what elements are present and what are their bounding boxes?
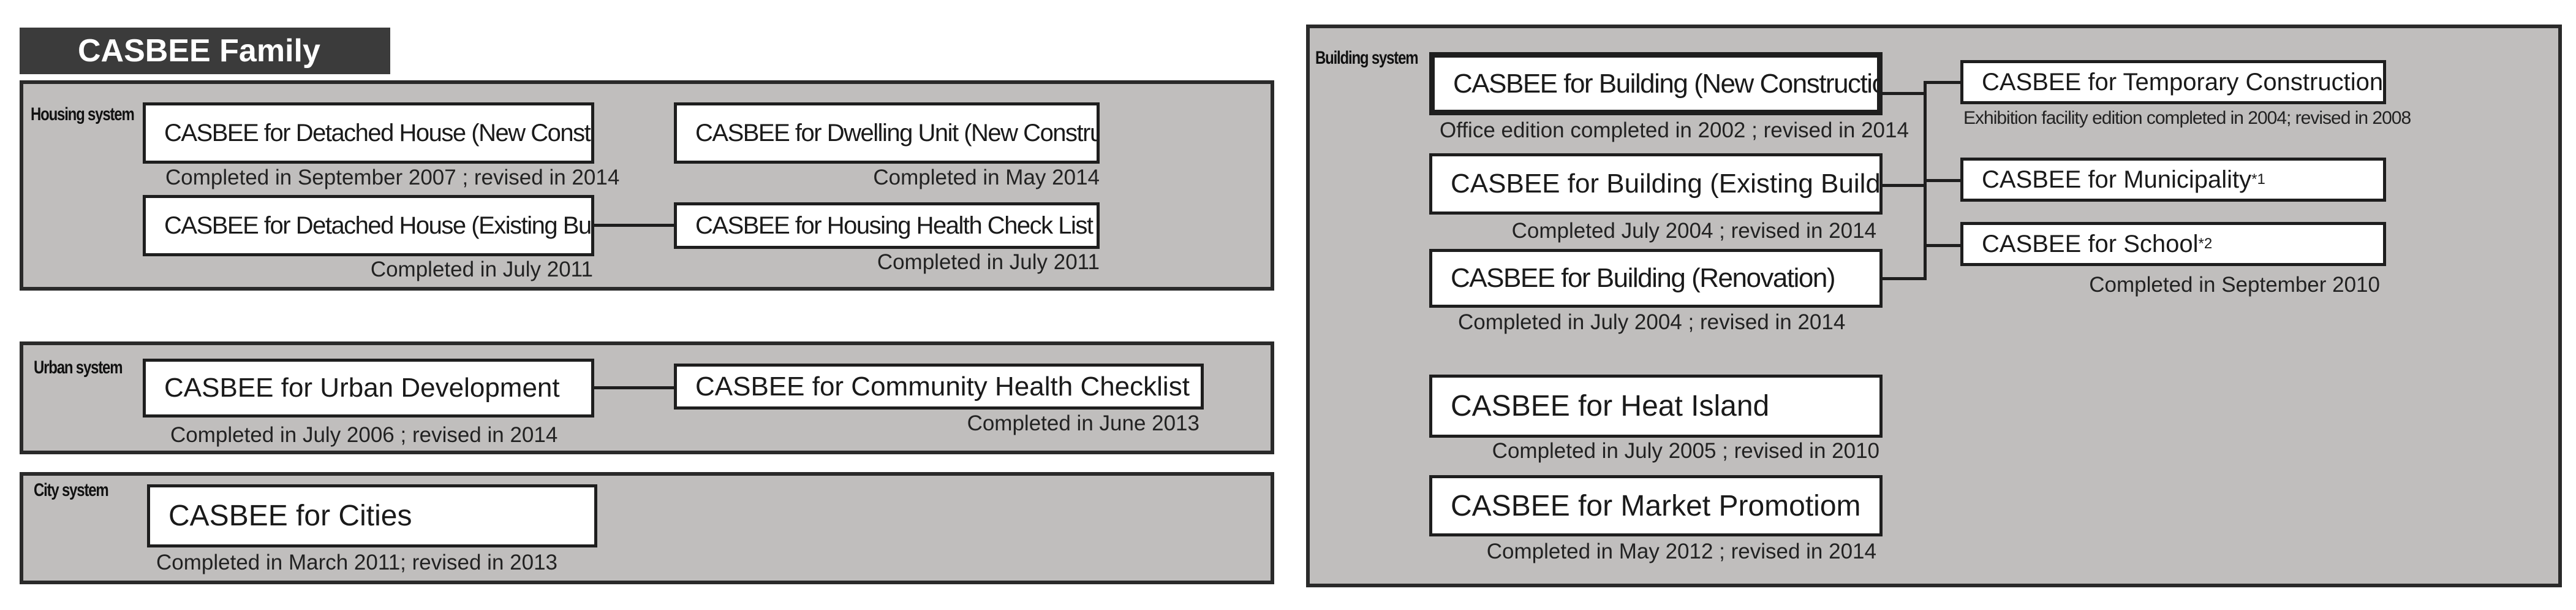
housing-health-check-box: CASBEE for Housing Health Check List: [674, 202, 1100, 249]
building-existing-note: Completed July 2004 ; revised in 2014: [1511, 219, 1876, 243]
cities-box: CASBEE for Cities: [147, 484, 597, 547]
temporary-connector: [1924, 81, 1960, 84]
building-renovation-note: Completed in July 2004 ; revised in 2014: [1458, 310, 1846, 334]
renovation-connector: [1883, 277, 1927, 280]
school-footnote-mark: *2: [2198, 235, 2213, 252]
municipality-footnote-mark: *1: [2251, 171, 2265, 188]
school-label: CASBEE for School: [1982, 230, 2199, 257]
housing-connector: [594, 224, 674, 227]
building-existing-box: CASBEE for Building (Existing Building): [1429, 153, 1883, 215]
urban-development-box: CASBEE for Urban Development: [143, 359, 594, 417]
urban-development-note: Completed in July 2006 ; revised in 2014: [170, 423, 558, 447]
temporary-riser: [1924, 81, 1927, 95]
detached-house-existing-note: Completed in July 2011: [370, 257, 593, 281]
temporary-construction-note: Exhibition facility edition completed in…: [1963, 108, 2411, 128]
building-trunk-line: [1924, 92, 1927, 280]
building-new-construction-note: Office edition completed in 2002 ; revis…: [1440, 118, 1909, 142]
municipality-connector: [1924, 179, 1960, 182]
building-renovation-box: CASBEE for Building (Renovation): [1429, 249, 1883, 308]
school-box: CASBEE for School*2: [1960, 222, 2386, 266]
dwelling-unit-new-box: CASBEE for Dwelling Unit (New Constructi…: [674, 102, 1100, 164]
dwelling-unit-new-note: Completed in May 2014: [873, 166, 1100, 189]
building-new-construction-box: CASBEE for Building (New Construction): [1429, 52, 1883, 115]
urban-system-label: Urban system: [34, 357, 123, 378]
city-system-label: City system: [34, 480, 109, 500]
detached-house-new-box: CASBEE for Detached House (New Construct…: [143, 102, 594, 164]
cities-note: Completed in March 2011; revised in 2013: [156, 551, 558, 574]
housing-system-label: Housing system: [31, 104, 135, 124]
urban-connector: [594, 386, 674, 389]
school-note: Completed in September 2010: [2089, 273, 2380, 297]
market-promotion-note: Completed in May 2012 ; revised in 2014: [1486, 539, 1876, 563]
heat-island-box: CASBEE for Heat Island: [1429, 375, 1883, 438]
housing-health-check-note: Completed in July 2011: [877, 250, 1100, 274]
community-health-note: Completed in June 2013: [967, 411, 1199, 435]
detached-house-existing-box: CASBEE for Detached House (Existing Buil…: [143, 195, 594, 256]
market-promotion-box: CASBEE for Market Promotiom: [1429, 475, 1883, 536]
building-system-label: Building system: [1315, 48, 1419, 68]
municipality-box: CASBEE for Municipality*1: [1960, 158, 2386, 202]
temporary-construction-box: CASBEE for Temporary Construction: [1960, 60, 2386, 104]
school-connector: [1924, 244, 1960, 247]
family-title: CASBEE Family: [20, 28, 390, 74]
existing-connector: [1883, 184, 1927, 187]
municipality-label: CASBEE for Municipality: [1982, 166, 2252, 193]
heat-island-note: Completed in July 2005 ; revised in 2010: [1492, 439, 1879, 463]
detached-house-new-note: Completed in September 2007 ; revised in…: [165, 166, 620, 189]
community-health-box: CASBEE for Community Health Checklist: [674, 364, 1204, 410]
new-construction-connector: [1883, 92, 1927, 95]
